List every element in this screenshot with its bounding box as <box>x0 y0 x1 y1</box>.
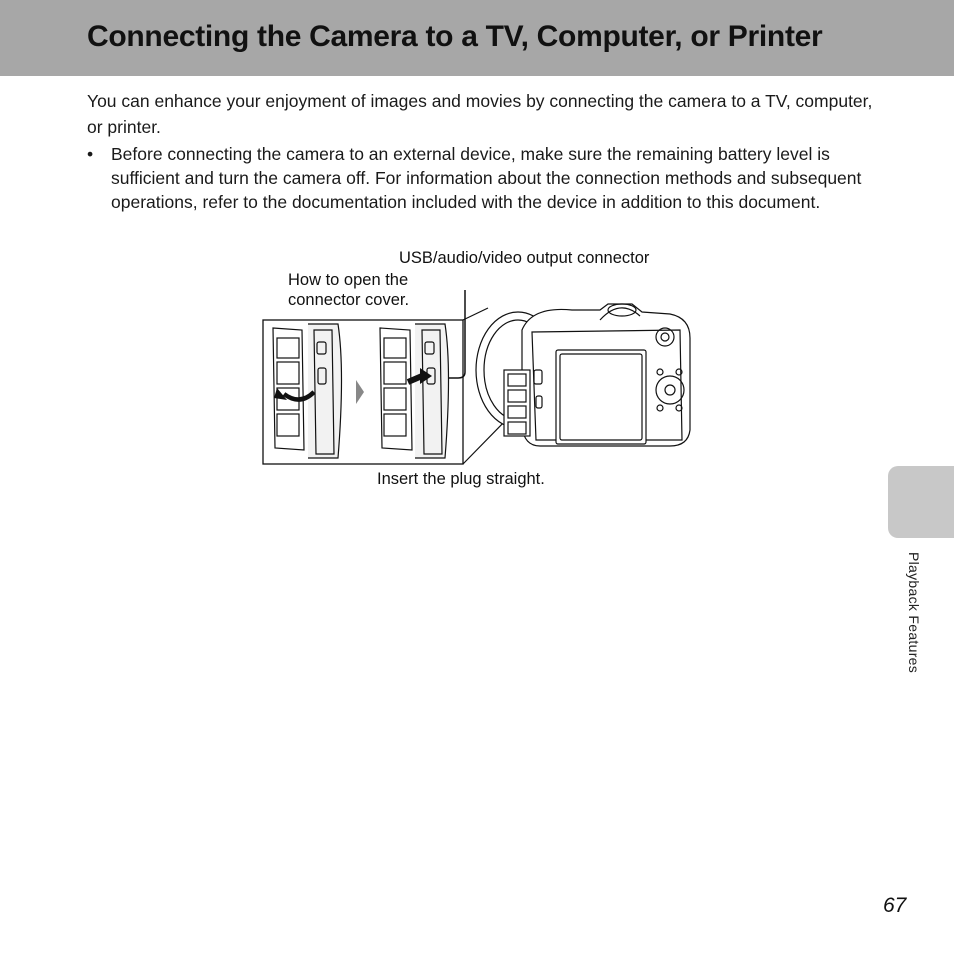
connector-label: USB/audio/video output connector <box>399 249 650 267</box>
intro-paragraph: You can enhance your enjoyment of images… <box>87 91 873 137</box>
insert-plug-label: Insert the plug straight. <box>377 470 545 488</box>
bullet-text: Before connecting the camera to an exter… <box>111 144 862 212</box>
plug-insert-panel <box>379 323 450 459</box>
page-number: 67 <box>883 894 907 917</box>
title-bar: Connecting the Camera to a TV, Computer,… <box>0 0 954 76</box>
insert-arrow-icon <box>406 373 424 385</box>
bullet-marker: • <box>87 144 94 164</box>
inset-frame <box>262 319 464 465</box>
page-title: Connecting the Camera to a TV, Computer,… <box>87 20 823 53</box>
open-cover-label: How to open the connector cover. <box>288 270 409 310</box>
step-arrow-icon <box>356 380 364 404</box>
open-cover-label-line2: connector cover. <box>288 291 410 309</box>
open-cover-label-line1: How to open the <box>288 271 409 289</box>
section-tab <box>888 466 954 538</box>
camera-illustration <box>475 303 691 447</box>
cover-open-panel <box>272 323 343 459</box>
camera-connection-illustration <box>262 290 691 465</box>
section-label: Playback Features <box>906 552 922 674</box>
open-arrow-icon <box>282 390 316 402</box>
